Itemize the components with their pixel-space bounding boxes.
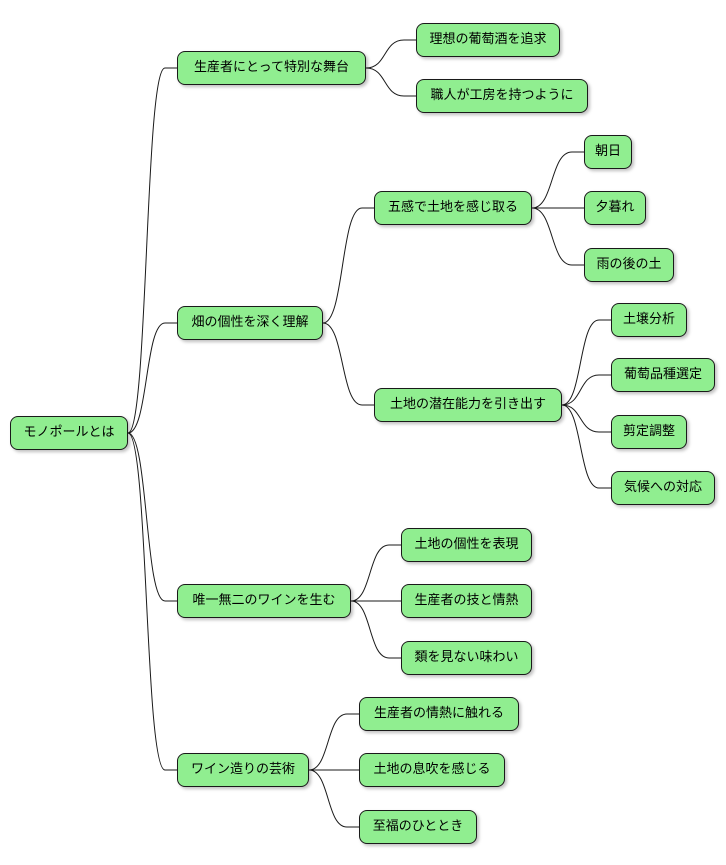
leaf-node-soil-after-rain: 雨の後の土 xyxy=(584,248,674,282)
branch-node-art-of-winemaking: ワイン造りの芸術 xyxy=(177,753,309,787)
leaf-node-morning-sun: 朝日 xyxy=(584,135,632,169)
leaf-node-grape-selection: 葡萄品種選定 xyxy=(611,358,715,392)
leaf-node-soil-analysis: 土壌分析 xyxy=(611,303,687,337)
connector-line xyxy=(308,769,359,828)
connector-line xyxy=(127,432,177,602)
connector-line xyxy=(127,432,177,771)
connector-line xyxy=(350,600,401,659)
connector-line xyxy=(561,404,611,489)
leaf-node-climate-response: 気候への対応 xyxy=(611,471,715,505)
leaf-node-skill-and-passion: 生産者の技と情熱 xyxy=(401,584,532,618)
leaf-node-blissful-moment: 至福のひととき xyxy=(359,810,477,844)
leaf-node-pruning: 剪定調整 xyxy=(611,415,687,449)
leaf-node-dusk: 夕暮れ xyxy=(584,191,646,225)
connector-line xyxy=(365,67,416,97)
leaf-node-feel-land-breath: 土地の息吹を感じる xyxy=(359,753,505,787)
connector-line xyxy=(322,322,374,406)
connector-line xyxy=(561,319,611,406)
subbranch-node-five-senses: 五感で土地を感じ取る xyxy=(374,191,532,225)
branch-node-unique-wine: 唯一無二のワインを生む xyxy=(177,584,351,618)
connector-line xyxy=(308,713,359,771)
connector-line xyxy=(531,151,584,209)
connector-line xyxy=(561,404,611,433)
connector-line xyxy=(127,322,177,434)
leaf-node-pursue-ideal-wine: 理想の葡萄酒を追求 xyxy=(416,23,560,57)
connector-line xyxy=(127,67,177,434)
branch-node-understand-vineyard: 畑の個性を深く理解 xyxy=(177,306,323,340)
leaf-node-express-terroir: 土地の個性を表現 xyxy=(401,528,532,562)
subbranch-node-draw-out-potential: 土地の潜在能力を引き出す xyxy=(374,388,562,422)
branch-node-special-stage: 生産者にとって特別な舞台 xyxy=(177,51,366,85)
connector-line xyxy=(322,207,374,324)
leaf-node-unmatched-taste: 類を見ない味わい xyxy=(401,641,532,675)
root-node: モノポールとは xyxy=(10,416,128,450)
leaf-node-touch-passion: 生産者の情熱に触れる xyxy=(359,697,519,731)
connector-line xyxy=(365,39,416,69)
connector-line xyxy=(531,207,584,266)
connector-line xyxy=(350,544,401,602)
connector-line xyxy=(561,374,611,406)
leaf-node-artisan-workshop: 職人が工房を持つように xyxy=(416,79,588,113)
